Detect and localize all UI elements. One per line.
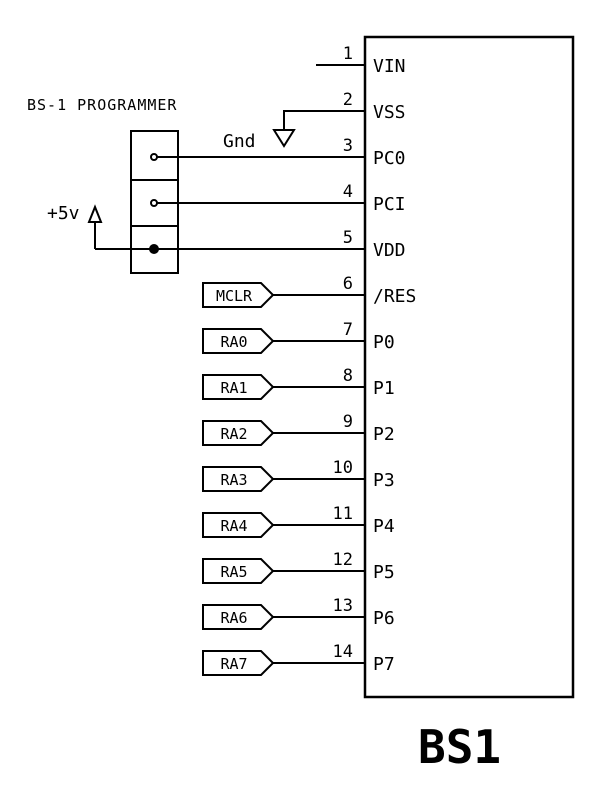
pin-number: 9 <box>343 412 353 432</box>
pin-name: VSS <box>373 102 406 123</box>
pin-name: P0 <box>373 332 395 353</box>
gnd-label: Gnd <box>223 131 256 152</box>
port-shape <box>202 420 275 446</box>
power-arrow-icon <box>87 204 103 223</box>
pin-name: P2 <box>373 424 395 445</box>
pin-name: P7 <box>373 654 395 675</box>
port-label: RA4 <box>220 517 247 535</box>
ground-icon <box>272 129 296 148</box>
port-shape <box>202 374 275 400</box>
pin-number: 6 <box>343 274 353 294</box>
port-label: RA7 <box>220 655 247 673</box>
pin-name: /RES <box>373 286 416 307</box>
port-shape <box>202 604 275 630</box>
pin-number: 8 <box>343 366 353 386</box>
pin-name: P5 <box>373 562 395 583</box>
pin-number: 10 <box>333 458 353 478</box>
connector-pin-pci <box>150 199 158 207</box>
port-label: RA1 <box>220 379 247 397</box>
chip-label: BS1 <box>418 720 501 774</box>
port-connector: RA4 <box>202 512 365 538</box>
pin-number: 7 <box>343 320 353 340</box>
pin-name: VIN <box>373 56 406 77</box>
port-connector: RA0 <box>202 328 365 354</box>
pin-number: 13 <box>333 596 353 616</box>
connector-pin-pc0 <box>150 153 158 161</box>
port-shape <box>202 466 275 492</box>
port-shape <box>202 558 275 584</box>
pin-number: 1 <box>343 44 353 64</box>
vplus-label: +5v <box>47 203 80 224</box>
port-label: RA6 <box>220 609 247 627</box>
pin-number: 14 <box>333 642 353 662</box>
port-connector: RA6 <box>202 604 365 630</box>
port-label: MCLR <box>216 287 253 305</box>
programmer-label: BS-1 PROGRAMMER <box>27 96 177 114</box>
port-shape <box>202 282 275 308</box>
port-label: RA2 <box>220 425 247 443</box>
pin-number: 4 <box>343 182 353 202</box>
port-connector: RA7 <box>202 650 365 676</box>
pin-number: 12 <box>333 550 353 570</box>
port-connector: RA3 <box>202 466 365 492</box>
pin-name: VDD <box>373 240 406 261</box>
port-label: RA0 <box>220 333 247 351</box>
port-connector: MCLR <box>202 282 365 308</box>
port-label: RA5 <box>220 563 247 581</box>
port-shape <box>202 512 275 538</box>
chip-body <box>363 35 575 699</box>
pin-name: P6 <box>373 608 395 629</box>
pin-name: P1 <box>373 378 395 399</box>
pin-name: PCI <box>373 194 406 215</box>
port-connector: RA1 <box>202 374 365 400</box>
pin-number: 3 <box>343 136 353 156</box>
pin-name: PC0 <box>373 148 406 169</box>
pin-name: P4 <box>373 516 395 537</box>
wire-gnd <box>283 110 365 130</box>
port-shape <box>202 328 275 354</box>
port-label: RA3 <box>220 471 247 489</box>
pin-number: 11 <box>333 504 353 524</box>
pin-number: 5 <box>343 228 353 248</box>
port-connector: RA2 <box>202 420 365 446</box>
port-connector: RA5 <box>202 558 365 584</box>
pin-number: 2 <box>343 90 353 110</box>
pin-name: P3 <box>373 470 395 491</box>
port-shape <box>202 650 275 676</box>
